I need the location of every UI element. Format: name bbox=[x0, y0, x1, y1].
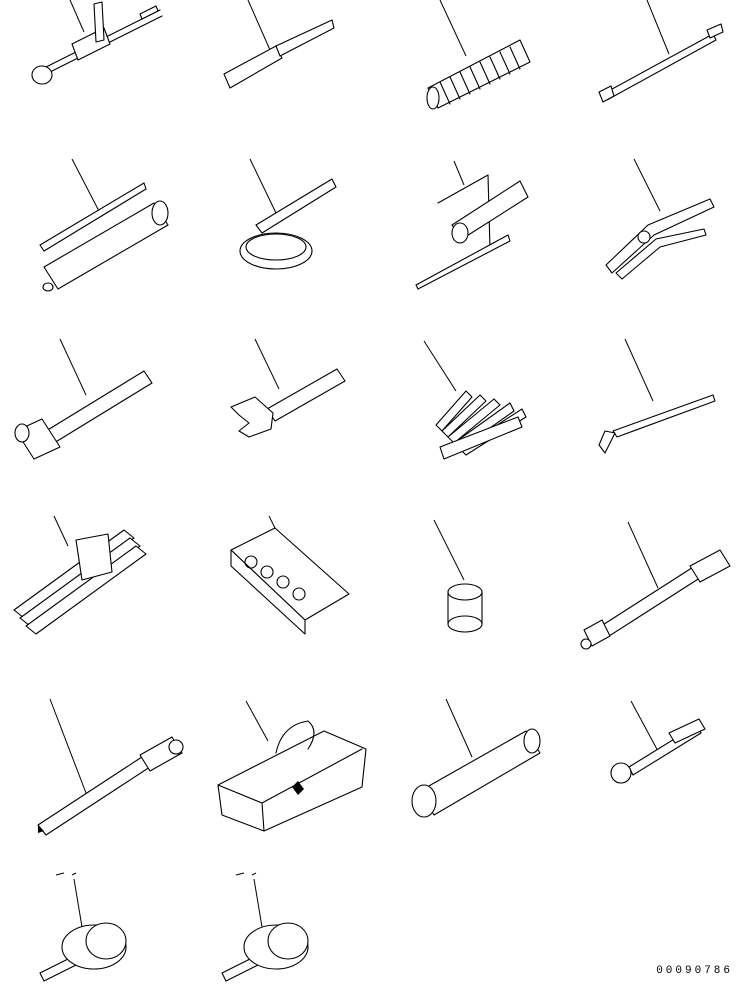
grease-pump-icon bbox=[402, 695, 552, 830]
hammer-icon bbox=[12, 335, 162, 480]
socket-set-case-icon bbox=[215, 510, 365, 645]
tool-bag-icon bbox=[212, 695, 372, 850]
screwdriver-set-icon bbox=[412, 155, 542, 300]
long-extension-bar-icon bbox=[595, 0, 735, 115]
wrench-set-icon bbox=[4, 510, 164, 645]
filter-wrench-icon bbox=[232, 155, 352, 290]
adjustable-wrench-icon bbox=[225, 335, 355, 450]
tire-pressure-gauge-icon bbox=[30, 695, 190, 850]
extension-socket-icon bbox=[605, 695, 715, 810]
grease-gun-icon bbox=[30, 155, 180, 300]
bearing-driver-icon bbox=[30, 865, 140, 990]
feeler-gauge-icon bbox=[418, 335, 538, 470]
catalog-number: 00090786 bbox=[656, 965, 733, 977]
slide-hammer-puller-icon bbox=[20, 0, 170, 115]
pliers-icon bbox=[592, 155, 732, 300]
coiled-hose-icon bbox=[420, 0, 540, 115]
socket-icon bbox=[430, 510, 500, 645]
bearing-driver-icon bbox=[212, 865, 322, 990]
pry-bar-icon bbox=[595, 335, 725, 470]
torque-handle-icon bbox=[572, 510, 739, 665]
screwdriver-icon bbox=[220, 0, 350, 105]
